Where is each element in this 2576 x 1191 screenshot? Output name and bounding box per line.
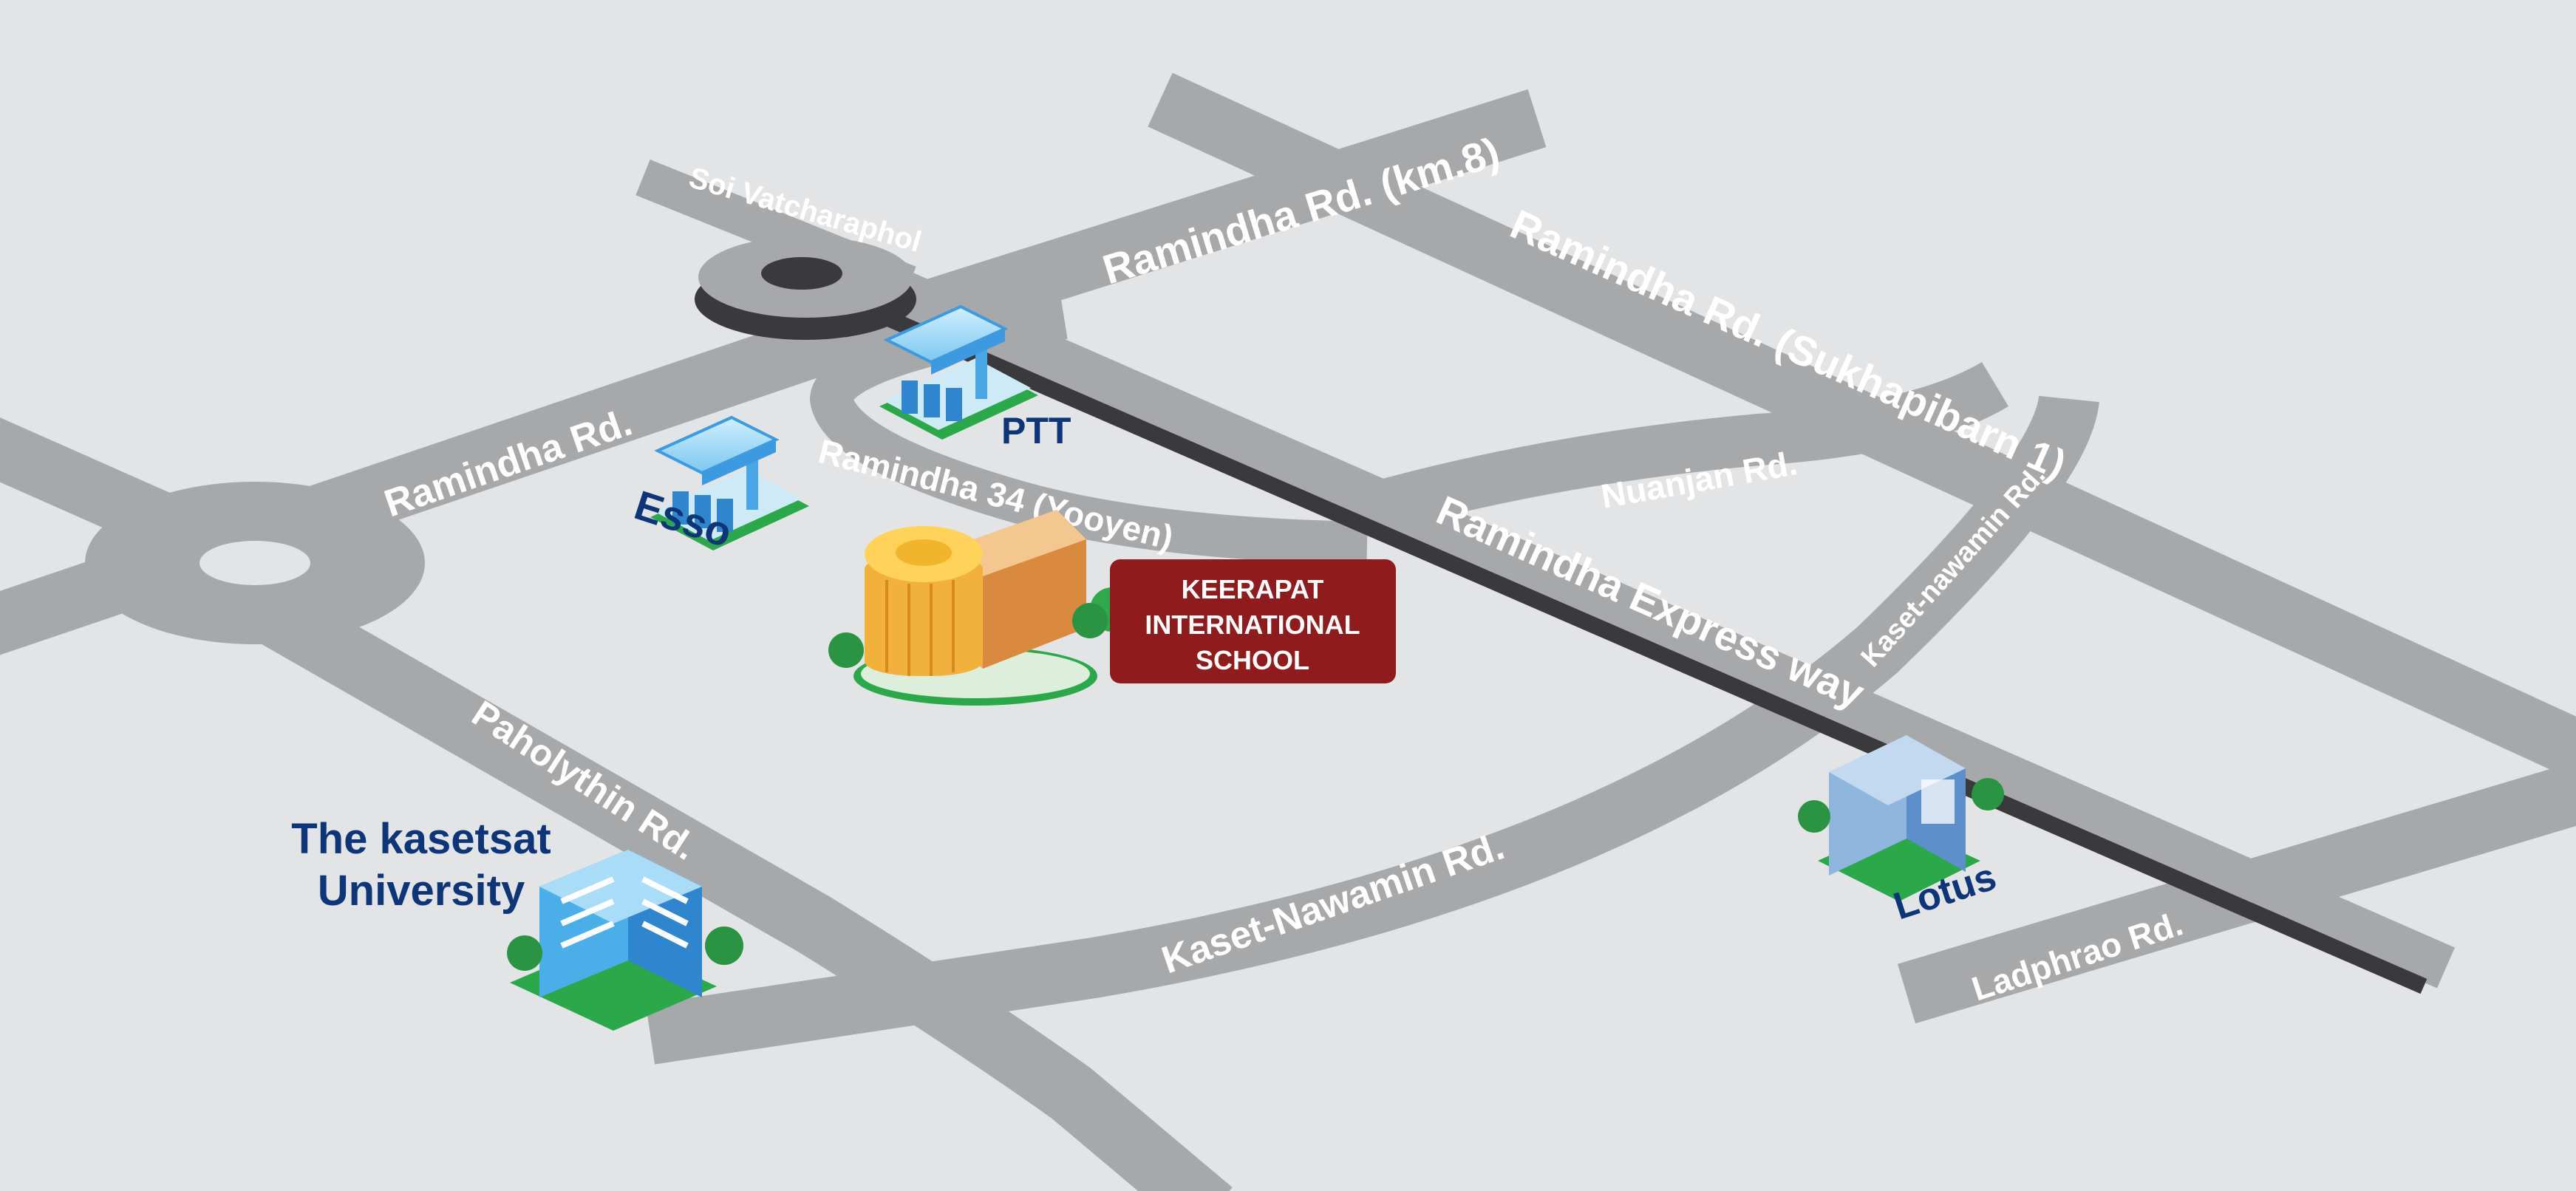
gas-station-icon — [879, 304, 1038, 440]
lotus-store[interactable]: Lotus — [1798, 735, 2004, 928]
store-building-icon — [1798, 735, 2004, 901]
kasetsat-university[interactable]: The kasetsat University — [291, 815, 743, 1031]
university-building-icon — [507, 850, 743, 1031]
label-university-line2: University — [318, 867, 525, 915]
school-sign — [1110, 559, 1396, 683]
road-nuanjan — [1360, 361, 2008, 535]
road-ramindha-34 — [810, 296, 1368, 564]
ptt-station[interactable]: PTT — [879, 304, 1071, 451]
school-building-icon — [828, 510, 1134, 706]
label-ptt: PTT — [1001, 410, 1071, 451]
expressway-edge — [883, 310, 2427, 994]
roundabout-left-island — [200, 541, 310, 585]
road-kaset-nawamin — [645, 394, 2099, 1065]
label-university-line1: The kasetsat — [291, 815, 551, 863]
school-sign-line2: INTERNATIONAL — [1145, 610, 1360, 640]
road-ramindha-express — [892, 271, 2456, 989]
gas-station-icon — [650, 415, 809, 550]
keerapat-school[interactable]: KEERAPAT INTERNATIONAL SCHOOL — [828, 510, 1396, 706]
interchange-hole — [761, 257, 842, 290]
school-sign-line1: KEERAPAT — [1182, 574, 1324, 604]
school-sign-line3: SCHOOL — [1196, 645, 1309, 675]
